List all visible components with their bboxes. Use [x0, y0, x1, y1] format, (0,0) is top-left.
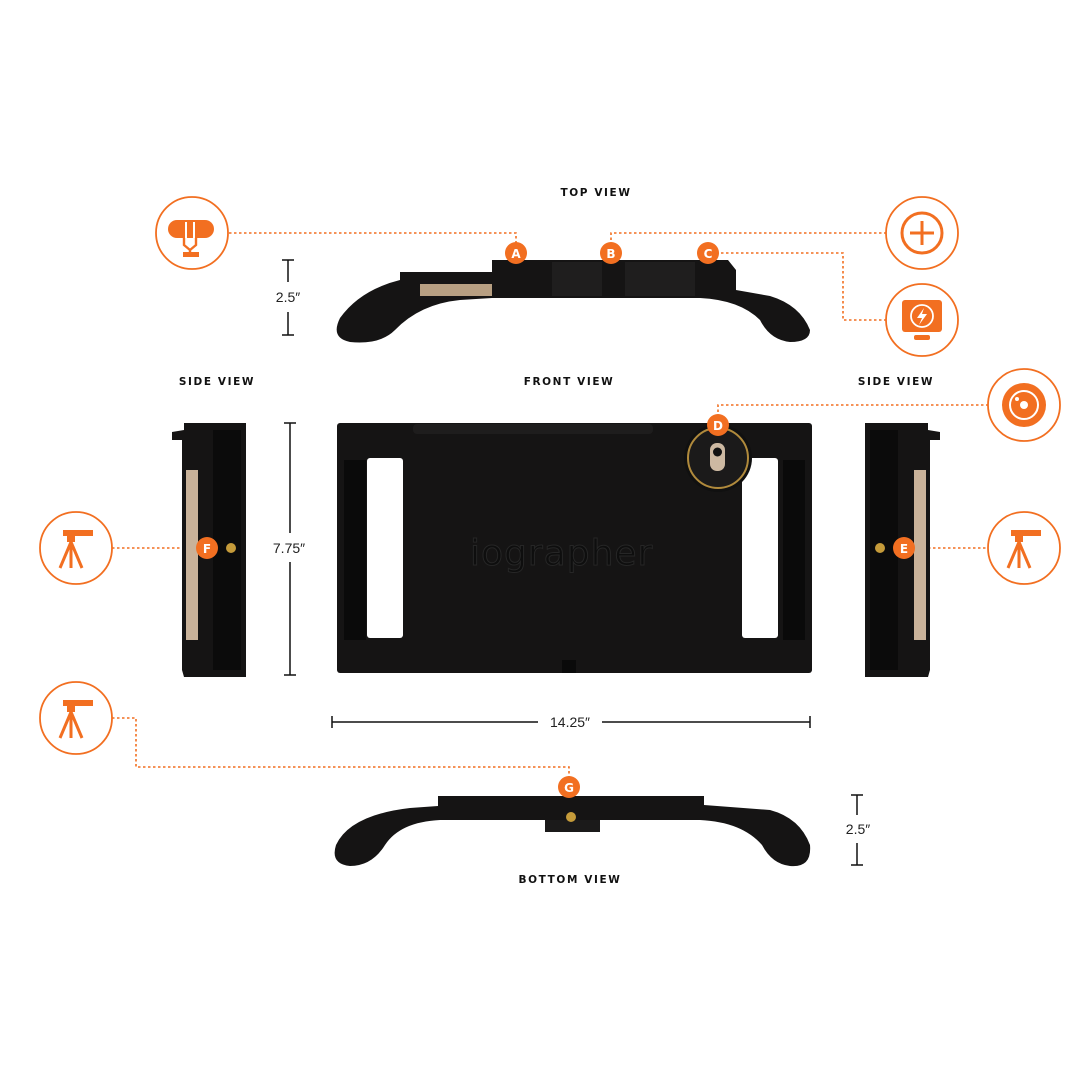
bottom-height-value: 2.5″: [846, 821, 870, 837]
dimension-front-height: 7.75″: [273, 422, 305, 676]
dimension-top-height: 2.5″: [276, 259, 300, 336]
plus-icon: [885, 196, 959, 270]
tripod-icon: [39, 681, 113, 755]
front-view-label: FRONT VIEW: [524, 376, 615, 388]
badge-d: D: [707, 414, 729, 436]
svg-text:A: A: [511, 247, 521, 261]
light-panel-icon: [885, 283, 959, 357]
top-height-value: 2.5″: [276, 289, 300, 305]
microphone-icon: [155, 196, 229, 270]
badge-e: E: [893, 537, 915, 559]
side-view-left-label: SIDE VIEW: [179, 376, 255, 388]
front-height-value: 7.75″: [273, 540, 305, 556]
side-view-right-label: SIDE VIEW: [858, 376, 934, 388]
front-view-product: iographer: [337, 423, 812, 673]
svg-text:G: G: [564, 781, 574, 795]
tripod-icon: [987, 511, 1061, 585]
svg-text:B: B: [606, 247, 615, 261]
front-width-value: 14.25″: [550, 714, 590, 730]
logo-text: iographer: [470, 533, 653, 574]
svg-text:C: C: [704, 247, 713, 261]
badge-c: C: [697, 242, 719, 264]
top-view-label: TOP VIEW: [560, 187, 631, 199]
badge-g: G: [558, 776, 580, 798]
badge-a: A: [505, 242, 527, 264]
dimension-bottom-height: 2.5″: [846, 794, 870, 866]
bottom-view-product: [334, 796, 811, 867]
tripod-icon: [39, 511, 113, 585]
svg-text:F: F: [203, 542, 211, 556]
dimension-front-width: 14.25″: [331, 714, 811, 730]
bottom-view-label: BOTTOM VIEW: [519, 874, 622, 886]
svg-text:E: E: [900, 542, 908, 556]
svg-text:D: D: [713, 419, 723, 433]
top-view-product: [336, 260, 810, 343]
badge-b: B: [600, 242, 622, 264]
badge-f: F: [196, 537, 218, 559]
lens-mount: [684, 424, 752, 492]
lens-icon: [987, 368, 1061, 442]
